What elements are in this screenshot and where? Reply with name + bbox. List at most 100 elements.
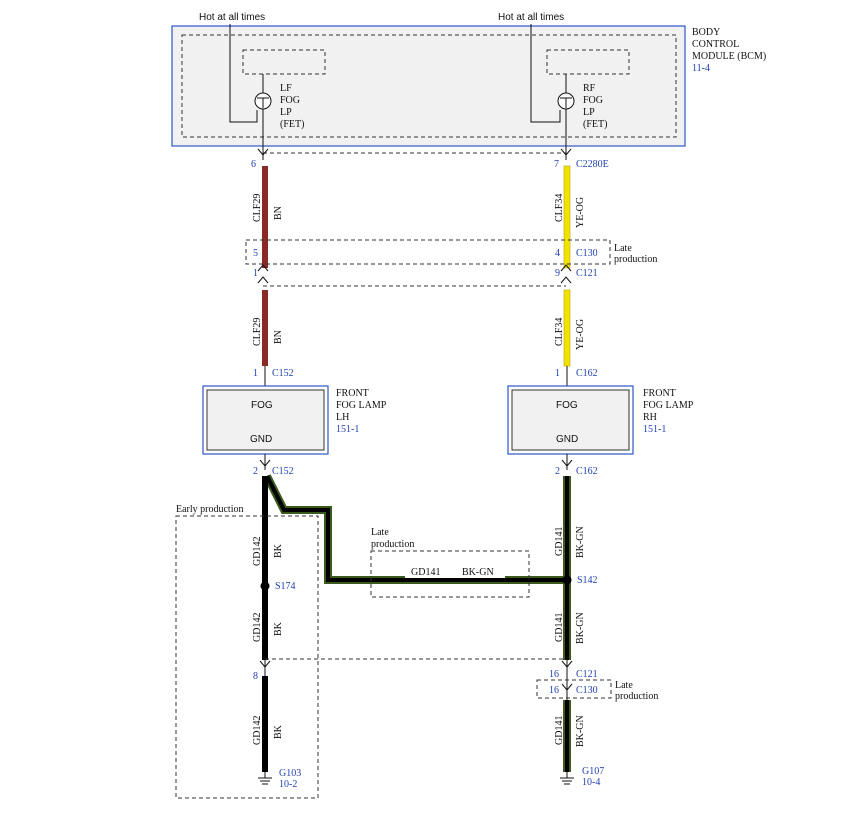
right-pin-c121: 9	[555, 268, 560, 279]
bcm-box	[171, 25, 686, 147]
c130-gnd-id: C130	[576, 685, 598, 696]
right-pin-lamp: 1	[555, 368, 560, 379]
right-gnd-color-3: BK-GN	[575, 715, 586, 747]
left-lamp-connector: C152	[272, 368, 294, 379]
fog-lamp-rh-name: FRONT FOG LAMP RH	[643, 388, 695, 423]
right-gnd-color-2: BK-GN	[575, 612, 586, 644]
c130-gnd-chevrons	[561, 683, 573, 691]
right-pin-c130: 4	[555, 248, 560, 259]
wire-right-gnd-1	[565, 476, 569, 660]
right-lamp-connector: C162	[576, 368, 598, 379]
right-gnd-circuit-1: GD141	[554, 527, 565, 556]
fog-lamp-rh-gnd: GND	[556, 434, 578, 445]
bcm-right-fet-label: RF FOG LP (FET)	[583, 83, 607, 130]
ground-g107-label: G107	[582, 766, 604, 777]
left-pin-c130: 5	[253, 248, 258, 259]
right-pin-c121-gnd: 16	[549, 669, 559, 680]
right-color-top: YE-OG	[575, 197, 586, 228]
late-production-top-label: Late production	[614, 243, 657, 265]
bcm-connector-chevrons	[257, 148, 572, 156]
splice-s142	[562, 575, 572, 585]
late-production-bottom-label: Late production	[615, 680, 658, 702]
bcm-ref: 11-4	[692, 63, 710, 74]
wire-left-gnd-1	[262, 476, 268, 660]
late-production-mid-box	[370, 550, 530, 598]
splice-s174	[260, 581, 270, 591]
left-gnd-color-1: BK	[273, 543, 284, 558]
late-production-c130-box	[245, 239, 611, 265]
right-gnd-circuit-3: GD141	[554, 716, 565, 745]
lamp-gnd-chevrons	[259, 459, 573, 467]
bcm-right-fet-box	[546, 49, 630, 75]
c121-gnd-id: C121	[576, 669, 598, 680]
left-gnd-color-2: BK	[273, 621, 284, 636]
left-pin-c121: 1	[253, 268, 258, 279]
left-gnd-circuit-1: GD142	[252, 537, 263, 566]
wire-left-top	[262, 166, 268, 268]
ground-g103-icon	[258, 772, 272, 785]
hot-feed-right	[530, 24, 561, 123]
hot-at-all-times-left: Hot at all times	[199, 12, 265, 23]
early-production-label: Early production	[176, 504, 243, 515]
bcm-inner-dashed	[181, 34, 677, 138]
left-gnd-circuit-3: GD142	[252, 716, 263, 745]
splice-s174-label: S174	[275, 581, 296, 592]
left-circuit-top: CLF29	[252, 194, 263, 222]
left-pin-lamp-gnd: 2	[253, 466, 258, 477]
right-circuit-top: CLF34	[554, 194, 565, 222]
fog-lamp-rh-ref: 151-1	[643, 424, 666, 435]
bcm-connector-id: C2280E	[576, 159, 609, 170]
hot-at-all-times-right: Hot at all times	[498, 12, 564, 23]
late-production-mid-label: Late production	[371, 527, 414, 550]
wire-left-gnd-2	[262, 676, 268, 772]
fog-lamp-rh-fog: FOG	[556, 400, 578, 411]
wire-right-gnd-2	[565, 700, 569, 772]
ground-g107-icon	[560, 772, 574, 785]
bcm-left-fet-box	[242, 49, 326, 75]
right-lamp-gnd-connector: C162	[576, 466, 598, 477]
late-production-mid-color: BK-GN	[462, 567, 494, 578]
fet-left-icon	[254, 74, 272, 160]
right-pin-bcm: 7	[554, 159, 559, 170]
left-lamp-gnd-connector: C152	[272, 466, 294, 477]
c121-chevrons	[257, 264, 572, 284]
c130-id: C130	[576, 248, 598, 259]
left-color-mid: BN	[273, 330, 284, 344]
left-gnd-circuit-2: GD142	[252, 613, 263, 642]
right-pin-c130-gnd: 16	[549, 685, 559, 696]
right-circuit-mid: CLF34	[554, 318, 565, 346]
wire-gd141-crossover-outline	[263, 474, 567, 584]
wire-gd141-crossover	[265, 475, 567, 582]
late-production-c130-gnd-box	[536, 679, 612, 699]
bcm-left-fet-label: LF FOG LP (FET)	[280, 83, 304, 130]
c121-id: C121	[576, 268, 598, 279]
right-pin-lamp-gnd: 2	[555, 466, 560, 477]
hot-feed-left	[229, 24, 258, 123]
left-color-top: BN	[273, 206, 284, 220]
fog-lamp-lh-fog: FOG	[251, 400, 273, 411]
left-circuit-mid: CLF29	[252, 318, 263, 346]
ground-g103-label: G103	[279, 768, 301, 779]
ground-g103-ref: 10-2	[279, 779, 297, 790]
bcm-name: BODY CONTROL MODULE (BCM)	[692, 27, 766, 62]
left-gnd-color-3: BK	[273, 724, 284, 739]
wire-right-top	[563, 165, 571, 269]
fog-lamp-lh-name: FRONT FOG LAMP LH	[336, 388, 388, 423]
left-pin-bcm: 6	[251, 159, 256, 170]
fet-right-icon	[557, 74, 575, 160]
fog-lamp-rh-box	[511, 389, 630, 451]
right-gnd-color-1: BK-GN	[575, 526, 586, 558]
right-color-mid: YE-OG	[575, 319, 586, 350]
ground-g107-ref: 10-4	[582, 777, 600, 788]
c121-gnd-chevrons	[259, 660, 573, 668]
fog-lamp-lh-ref: 151-1	[336, 424, 359, 435]
late-production-mid-circuit: GD141	[411, 567, 440, 578]
left-pin-inline: 8	[253, 671, 258, 682]
splice-s142-label: S142	[577, 575, 598, 586]
left-pin-lamp: 1	[253, 368, 258, 379]
early-production-box	[175, 515, 319, 799]
right-gnd-circuit-2: GD141	[554, 613, 565, 642]
fog-lamp-lh-box	[206, 389, 325, 451]
wire-left-mid	[262, 290, 268, 366]
